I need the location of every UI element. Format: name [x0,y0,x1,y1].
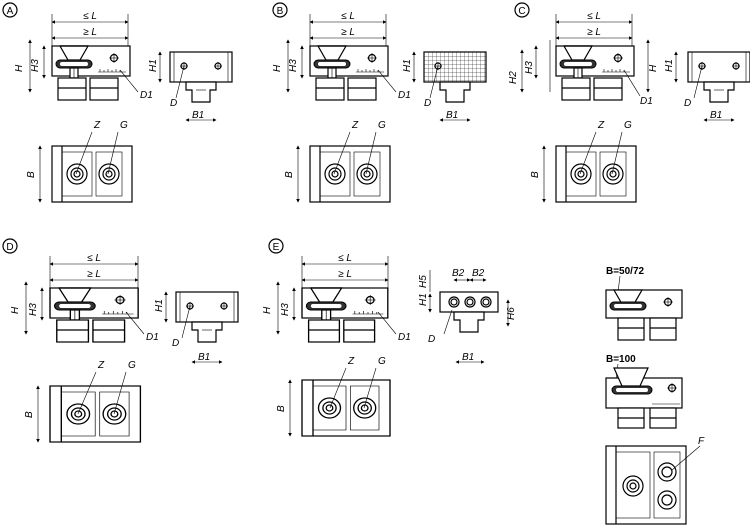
dim-z: Z [597,120,605,131]
dim-h5: H5 [418,275,429,288]
dim-d1: D1 [398,90,411,101]
dim-z: Z [97,360,105,371]
variant-e-badge [268,238,284,254]
dim-b: B [26,171,37,178]
variant-d: D ≤ L ≥ L H H3 D1 H1 D B1 B Z G [2,238,239,443]
variant-e-letter: E [273,242,280,253]
dim-d: D [684,98,691,109]
dim-g: G [378,356,386,367]
dim-d: D [172,338,179,349]
dim-g: G [120,120,128,131]
variant-e: E ≤ L ≥ L H H3 D1 H1 H5 H [262,238,517,437]
dim-h3: H3 [30,59,41,72]
dim-ge-l: ≥ L [338,269,352,280]
dim-h6: H6 [506,307,517,320]
dim-h: H [648,64,659,72]
dim-ge-l: ≥ L [83,27,97,38]
dim-z: Z [93,120,101,131]
dim-d1: D1 [140,90,153,101]
dim-b: B [530,171,541,178]
dim-le-l: ≤ L [87,253,101,264]
variant-a-badge [2,2,18,18]
dim-h3: H3 [524,61,535,74]
variant-b-letter: B [277,6,284,17]
dim-g: G [378,120,386,131]
dim-z: Z [347,356,355,367]
dim-g: G [624,120,632,131]
label-f: F [698,436,705,447]
dim-h1: H1 [402,59,413,72]
dim-b1: B1 [446,110,458,121]
label-b-large: B=100 [606,354,636,365]
dim-d: D [424,98,431,109]
dim-h1: H1 [154,299,165,312]
dim-h1: H1 [418,293,429,306]
variant-a: A ≤ L ≥ L H H3 D1 H1 D B1 B Z G [2,2,233,203]
dim-b1: B1 [198,352,210,363]
variant-d-badge [2,238,18,254]
dim-d1: D1 [640,96,653,107]
dim-h3: H3 [28,303,39,316]
variant-b: B ≤ L ≥ L H H3 D1 H1 D B1 B Z [272,2,487,203]
dim-b2-left: B2 [452,268,465,279]
dim-h3: H3 [280,303,291,316]
dim-le-l: ≤ L [338,253,352,264]
dim-b: B [24,411,35,418]
dim-b: B [284,171,295,178]
dim-d: D [170,98,177,109]
variant-c: C ≤ L ≥ L H2 H3 D1 H H1 D B1 B Z G [508,2,750,203]
variant-c-badge [514,2,530,18]
dim-b1: B1 [462,352,474,363]
dim-h1: H1 [148,59,159,72]
dim-z: Z [351,120,359,131]
dim-h: H [14,64,25,72]
variant-d-letter: D [6,242,13,253]
dim-ge-l: ≥ L [87,269,101,280]
dim-d1: D1 [146,332,159,343]
dim-d1: D1 [398,332,411,343]
variant-c-letter: C [518,6,525,17]
dim-h: H [262,306,273,314]
extras: B=50/72 B=100 [605,266,705,525]
dim-ge-l: ≥ L [587,27,601,38]
dim-b1: B1 [710,110,722,121]
dim-h3: H3 [288,59,299,72]
dim-le-l: ≤ L [341,11,355,22]
dim-ge-l: ≥ L [341,27,355,38]
dim-h1: H1 [664,59,675,72]
variant-a-letter: A [7,6,14,17]
dim-h: H [272,64,283,72]
dim-b2-right: B2 [472,268,485,279]
dim-le-l: ≤ L [83,11,97,22]
dim-b: B [276,405,287,412]
dim-h2: H2 [508,71,519,84]
dim-g: G [128,360,136,371]
variant-b-badge [272,2,288,18]
dim-d: D [428,334,435,345]
dim-h: H [10,306,21,314]
dim-le-l: ≤ L [587,11,601,22]
label-b-small: B=50/72 [606,266,645,277]
dim-b1: B1 [192,110,204,121]
